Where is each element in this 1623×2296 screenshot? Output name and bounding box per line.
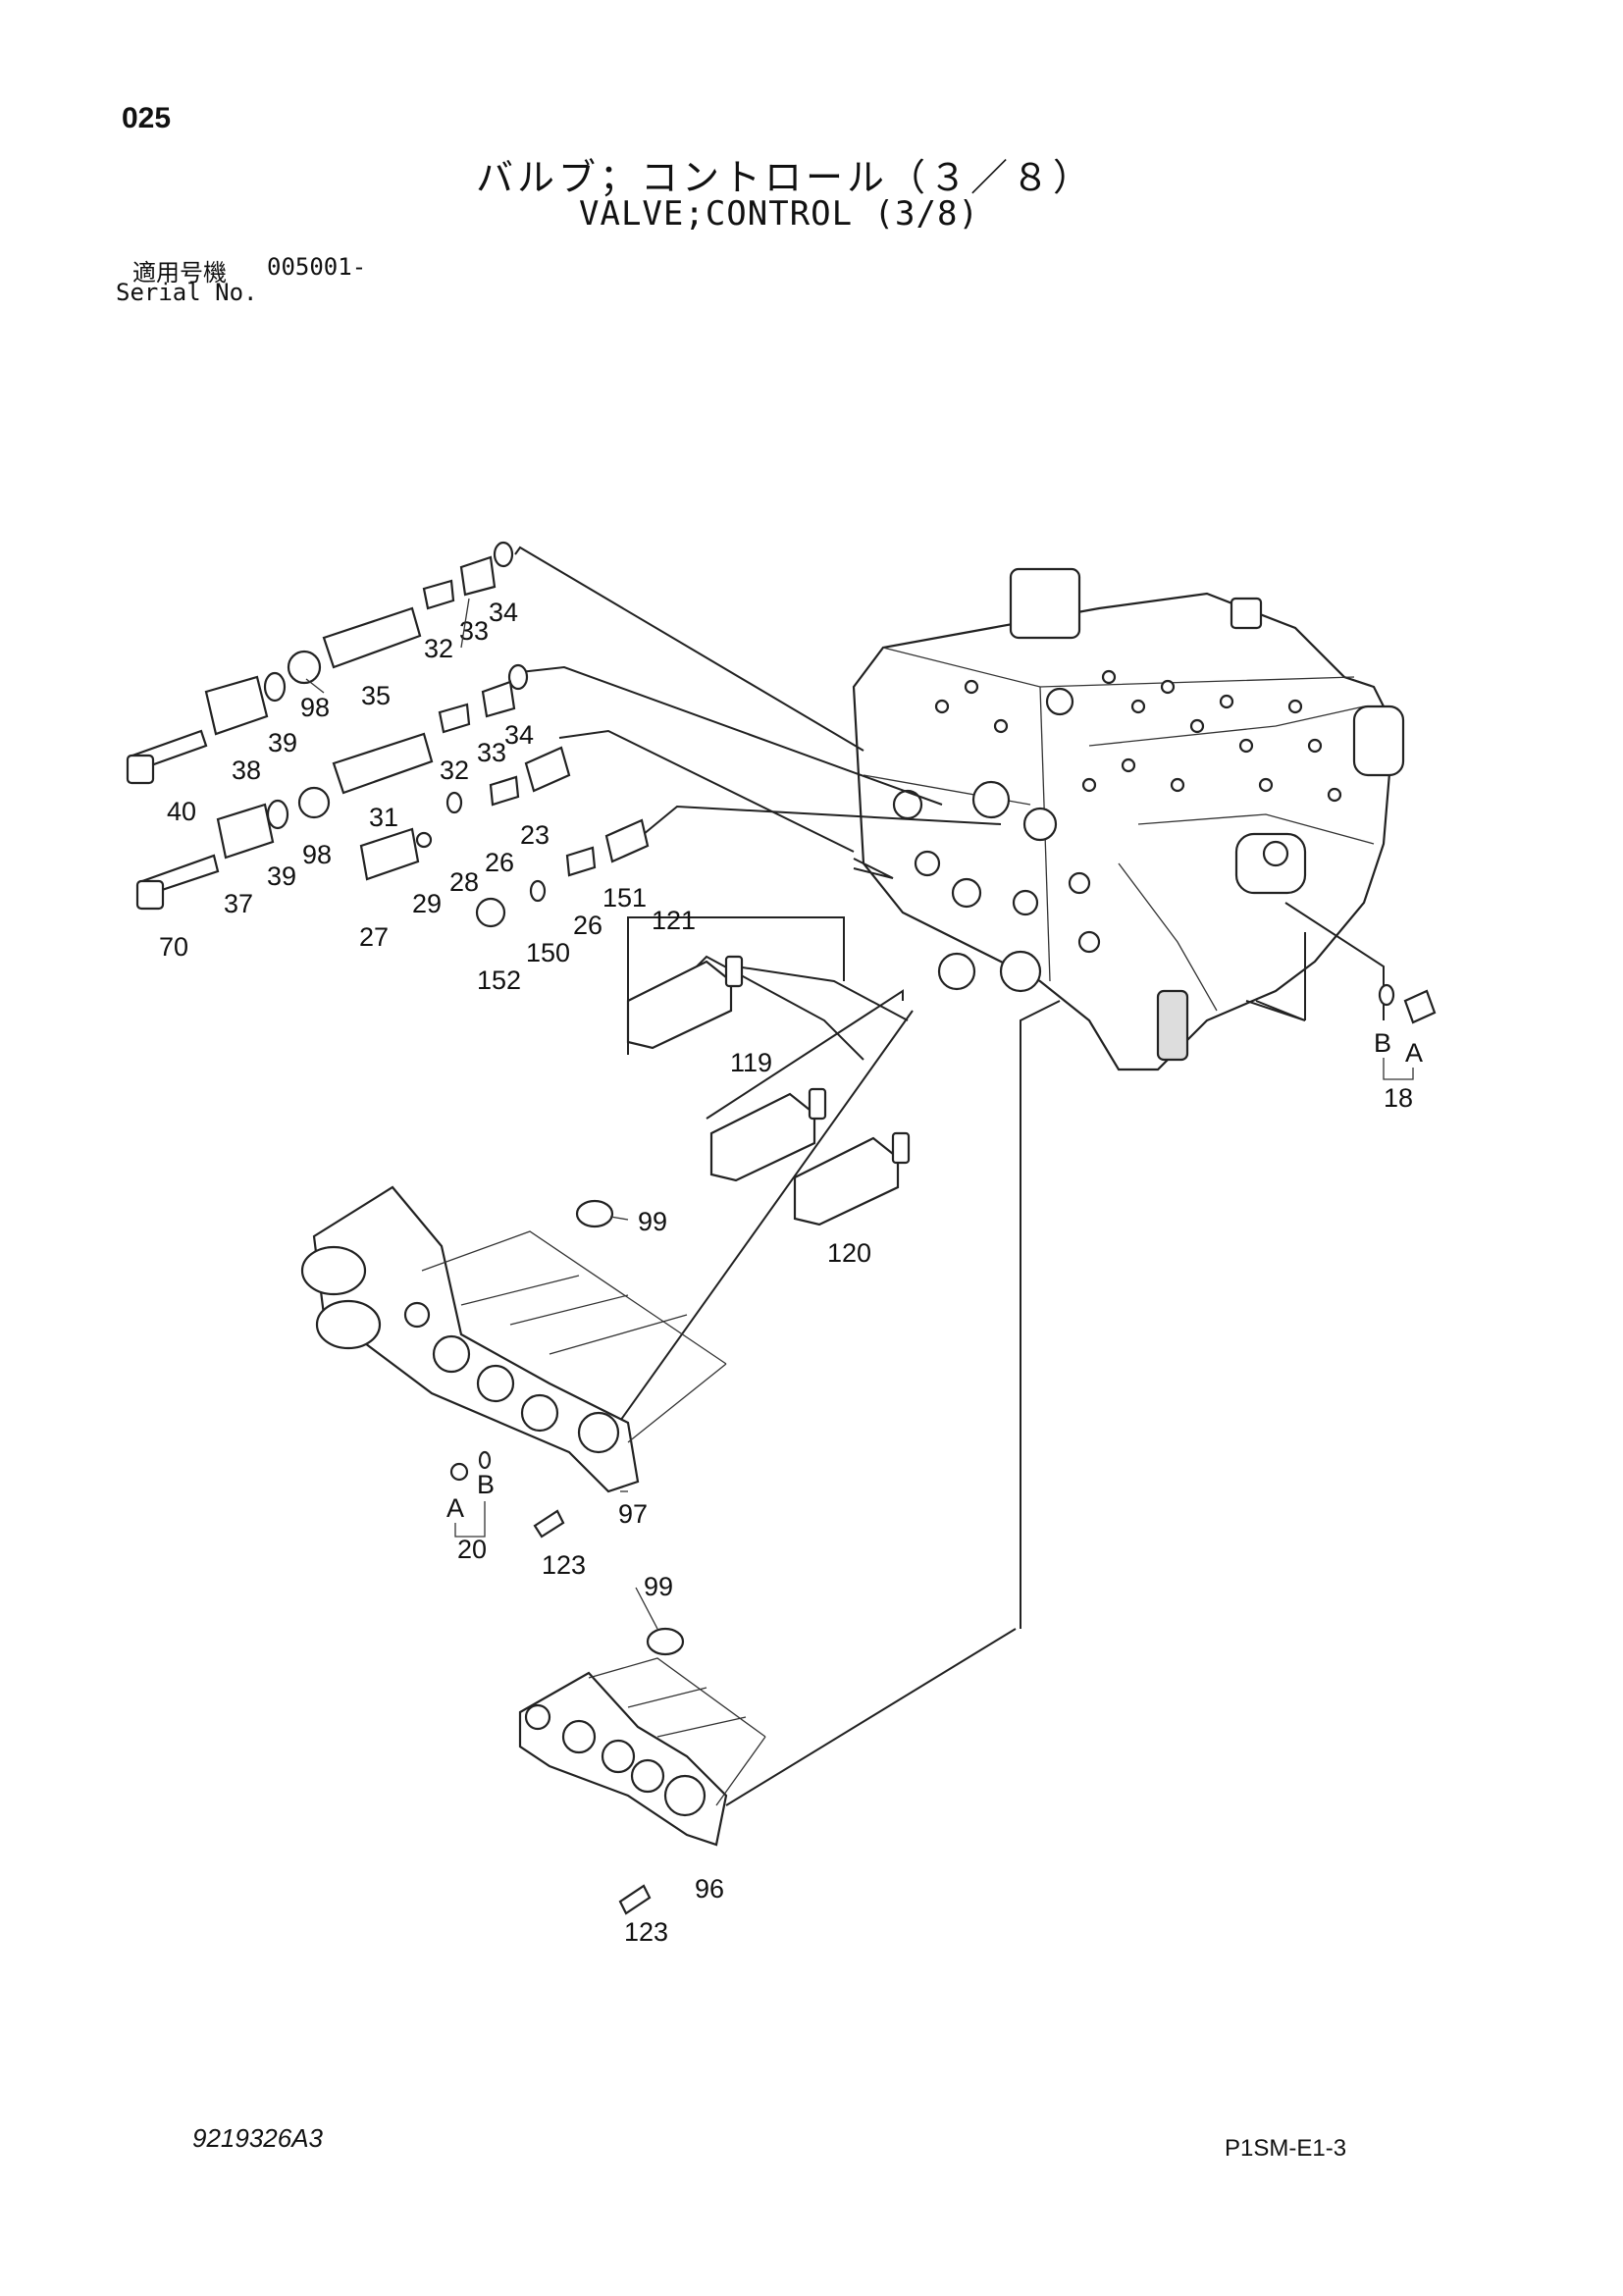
sheet-code: P1SM-E1-3 bbox=[1225, 2135, 1347, 2162]
callout-40: 40 bbox=[167, 797, 196, 826]
callout-37: 37 bbox=[224, 889, 253, 918]
callout-70: 70 bbox=[159, 932, 188, 962]
callout-99: 99 bbox=[638, 1207, 667, 1236]
callout-20-B: B bbox=[477, 1470, 495, 1499]
callout-labels: 34 33 32 35 98 39 38 40 34 33 32 31 23 9… bbox=[159, 598, 1423, 1947]
callout-leaders bbox=[305, 598, 1414, 1630]
callout-120: 120 bbox=[827, 1238, 871, 1268]
page-title-japanese: バルブ；コントロール（３／８） bbox=[476, 156, 1095, 199]
callout-18: 18 bbox=[1384, 1083, 1413, 1113]
callout-97: 97 bbox=[618, 1499, 648, 1529]
cover-97 bbox=[300, 1185, 727, 1539]
callout-151: 151 bbox=[602, 883, 647, 913]
callout-121: 121 bbox=[652, 906, 696, 935]
callout-96: 96 bbox=[695, 1874, 724, 1904]
callout-20: 20 bbox=[457, 1535, 487, 1564]
callout-27: 27 bbox=[359, 922, 389, 952]
callout-32: 32 bbox=[424, 634, 453, 663]
callout-98: 98 bbox=[300, 693, 330, 722]
callout-18-A: A bbox=[1405, 1038, 1423, 1068]
plug-18 bbox=[1378, 983, 1437, 1024]
callout-38: 38 bbox=[232, 756, 261, 785]
callout-34: 34 bbox=[504, 720, 534, 750]
cover-96 bbox=[518, 1627, 766, 1915]
callout-18-B: B bbox=[1374, 1028, 1391, 1058]
callout-99: 99 bbox=[644, 1572, 673, 1601]
callout-23: 23 bbox=[520, 820, 550, 850]
serial-label-japanese: 適用号機 bbox=[132, 259, 227, 287]
page-number: 025 bbox=[122, 102, 172, 134]
callout-31: 31 bbox=[369, 803, 398, 832]
callout-39: 39 bbox=[268, 728, 297, 757]
callout-26: 26 bbox=[573, 911, 602, 940]
callout-150: 150 bbox=[526, 938, 570, 967]
callout-33: 33 bbox=[477, 738, 506, 767]
callout-39: 39 bbox=[267, 861, 296, 891]
callout-152: 152 bbox=[477, 965, 521, 995]
callout-123: 123 bbox=[624, 1917, 668, 1947]
callout-98: 98 bbox=[302, 840, 332, 869]
callout-35: 35 bbox=[361, 681, 391, 710]
callout-26: 26 bbox=[485, 848, 514, 877]
callout-29: 29 bbox=[412, 889, 442, 918]
serial-label-english: Serial No. bbox=[116, 279, 258, 306]
serial-number-value: 005001- bbox=[267, 253, 367, 281]
callout-123: 123 bbox=[542, 1550, 586, 1580]
control-valve-body bbox=[852, 567, 1405, 1071]
document-number: 9219326A3 bbox=[192, 2123, 324, 2153]
relief-valves bbox=[626, 955, 911, 1226]
reference-lines bbox=[514, 546, 1385, 1806]
callout-119: 119 bbox=[730, 1048, 772, 1077]
callout-28: 28 bbox=[449, 867, 479, 897]
page-title-english: VALVE;CONTROL (3/8) bbox=[579, 194, 979, 234]
spool-parts-upper bbox=[126, 541, 514, 785]
callout-20-A: A bbox=[446, 1493, 464, 1523]
callout-32: 32 bbox=[440, 756, 469, 785]
spool-parts-middle bbox=[135, 663, 650, 928]
callout-34: 34 bbox=[489, 598, 518, 627]
